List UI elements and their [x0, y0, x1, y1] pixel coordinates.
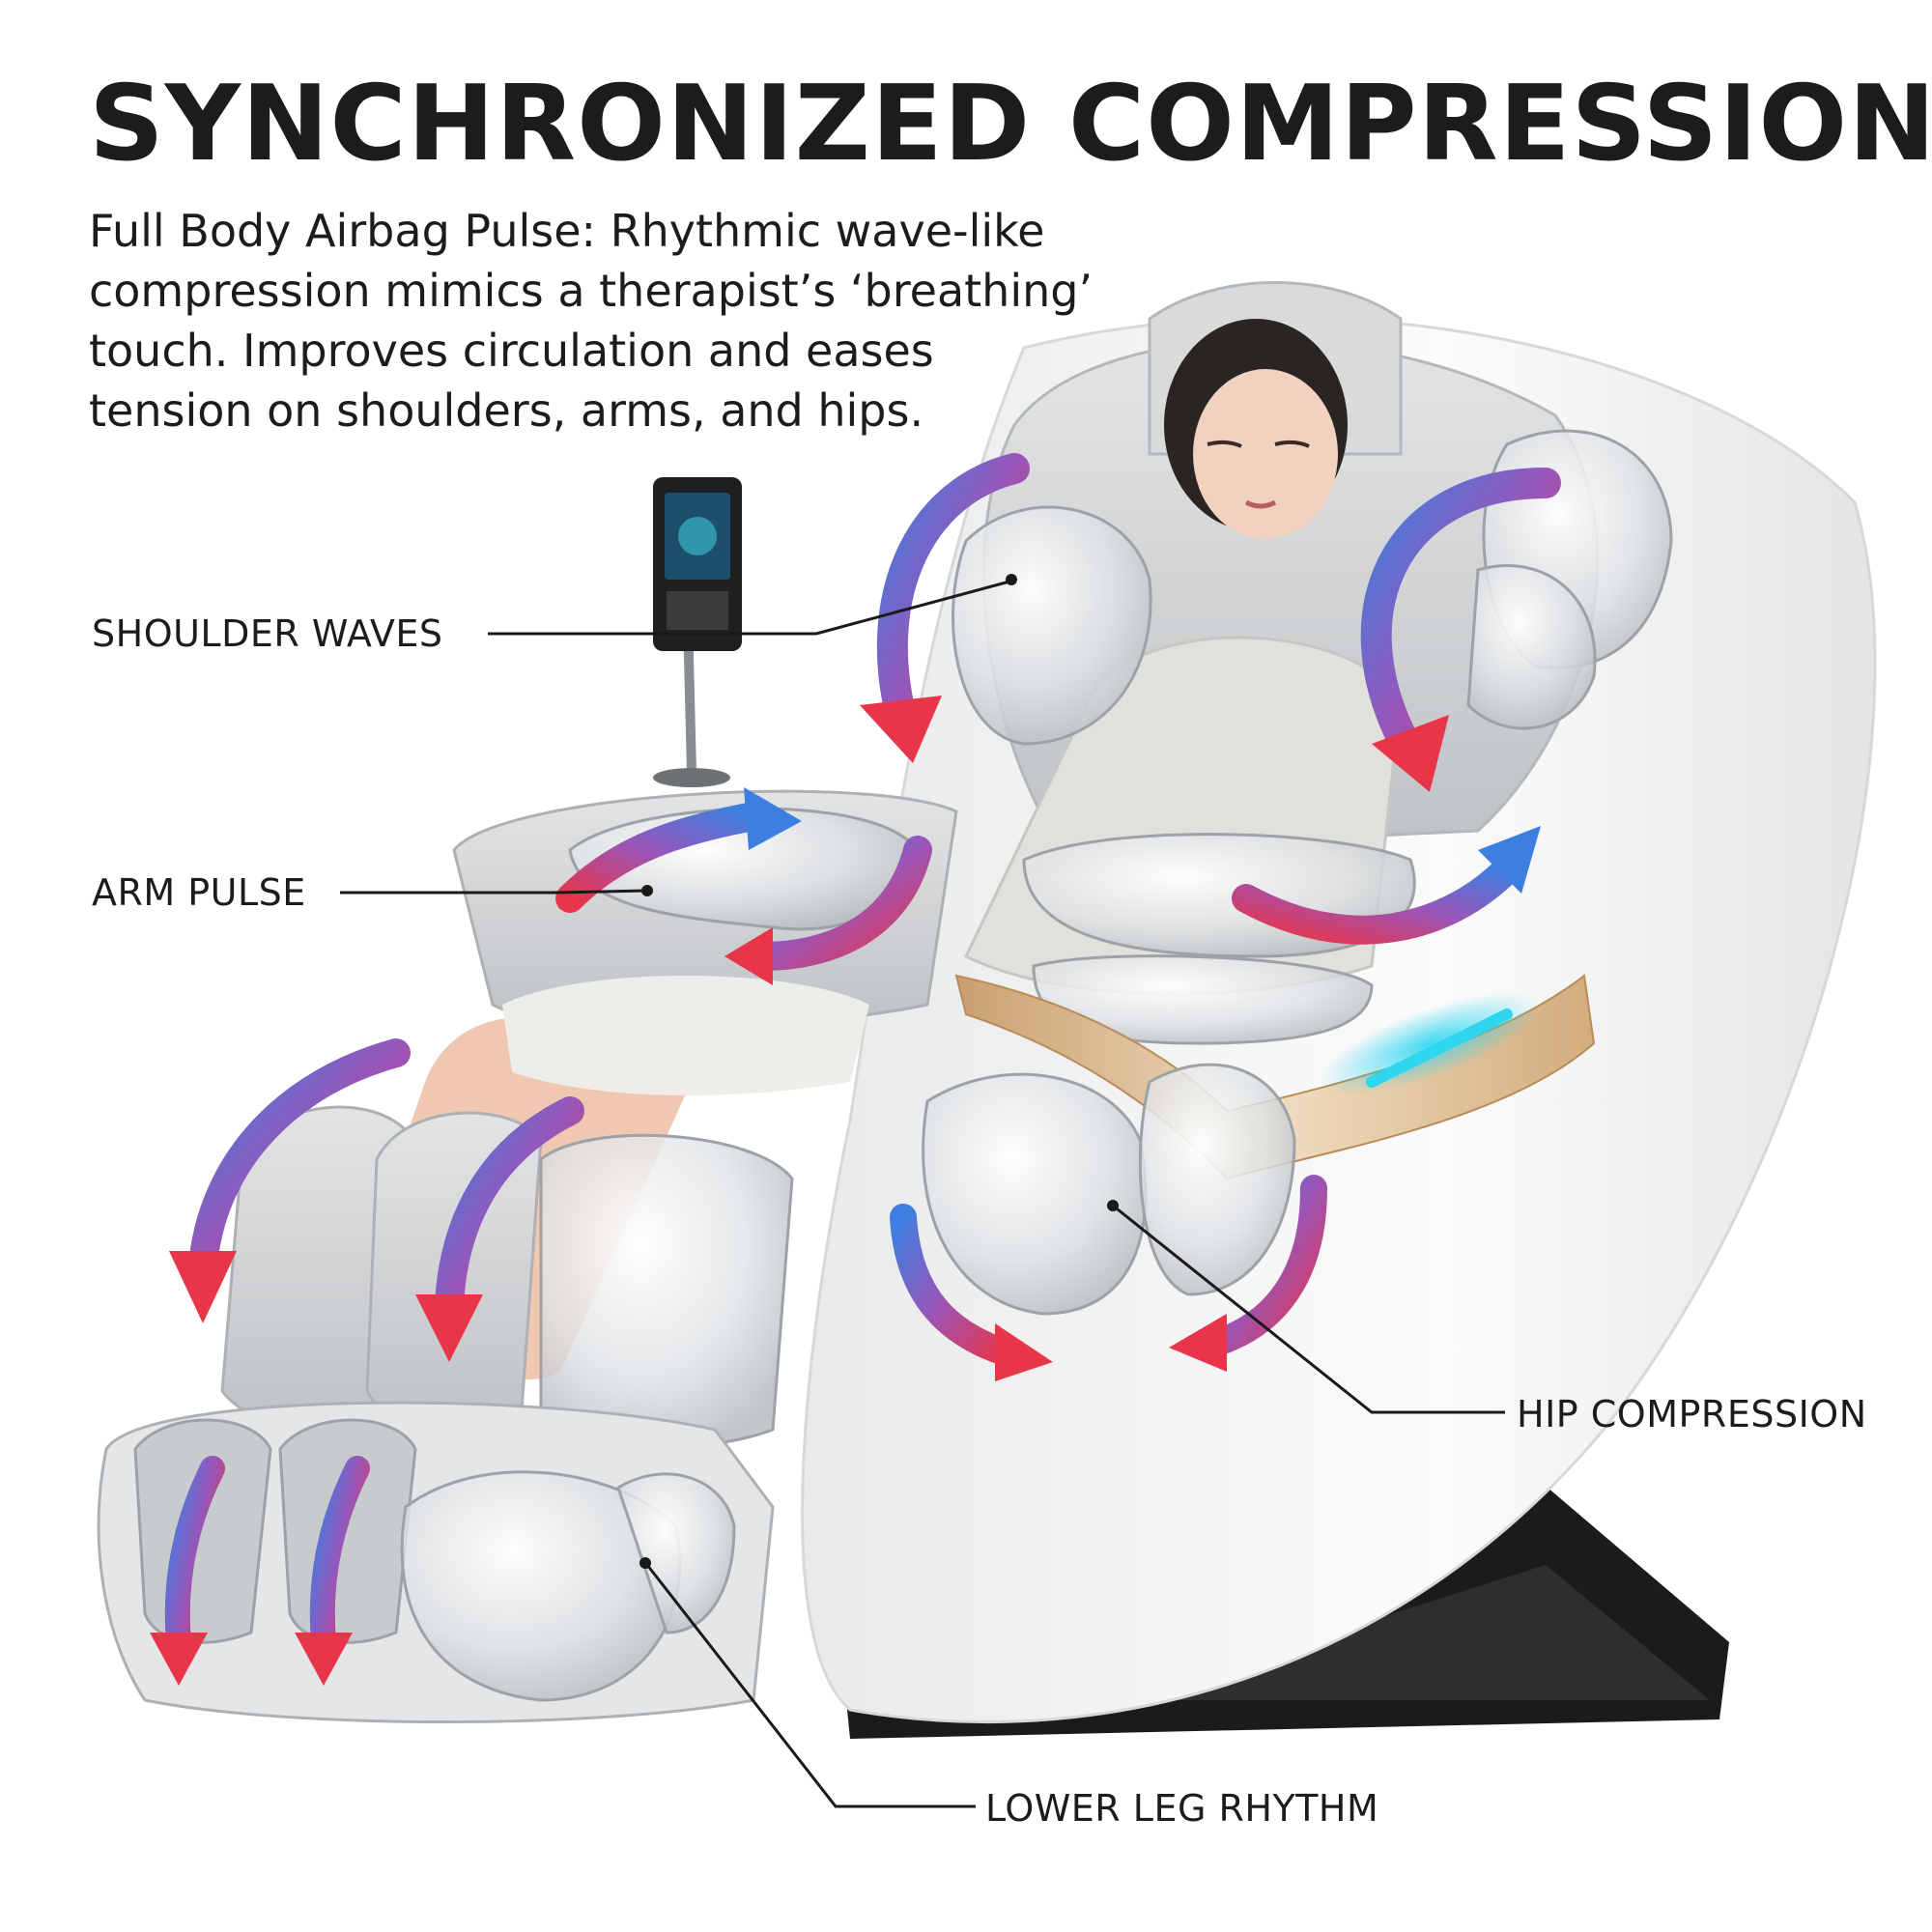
flow-arrow-icon: [555, 802, 768, 913]
description-line: touch. Improves circulation and eases: [89, 325, 934, 377]
flow-arrow-head: [860, 696, 942, 763]
shoulder-airbags: [952, 429, 1673, 746]
description-line: tension on shoulders, arms, and hips.: [89, 384, 924, 437]
remote-control-icon: [653, 477, 742, 787]
leg-rest: [97, 1105, 794, 1723]
flow-arrow-icon: [309, 1456, 370, 1655]
cyan-light-strip: [1320, 992, 1540, 1094]
description-line: Full Body Airbag Pulse: Rhythmic wave-li…: [89, 205, 1045, 257]
flow-arrow-head: [995, 1323, 1053, 1381]
flow-arrow-head: [415, 1294, 483, 1362]
person-head: [1164, 319, 1348, 539]
flow-arrows: [150, 453, 1561, 1686]
callout-arm-pulse: ARM PULSE: [92, 871, 306, 914]
flow-arrow-icon: [890, 1204, 1018, 1366]
flow-arrow-icon: [164, 1456, 225, 1655]
callout-shoulder-waves: SHOULDER WAVES: [92, 612, 443, 655]
flow-arrow-icon: [1232, 855, 1521, 945]
flow-arrow-head: [1372, 715, 1449, 792]
hip-airbags: [922, 1063, 1296, 1316]
flow-arrow-head: [295, 1633, 353, 1686]
flow-arrow-head: [1169, 1314, 1227, 1372]
headline: SYNCHRONIZED COMPRESSION: [89, 64, 1932, 185]
flow-arrow-head: [169, 1251, 237, 1323]
callout-hip-compression: HIP COMPRESSION: [1517, 1393, 1867, 1435]
flow-arrow-icon: [876, 453, 1030, 740]
flow-arrow-head: [744, 787, 802, 850]
flow-arrow-icon: [435, 1096, 584, 1319]
flow-arrow-icon: [749, 836, 932, 971]
description: Full Body Airbag Pulse: Rhythmic wave-li…: [89, 201, 1229, 440]
description-line: compression mimics a therapist’s ‘breath…: [89, 265, 1094, 317]
flow-arrow-icon: [1360, 468, 1561, 769]
callout-lower-leg-rhythm: LOWER LEG RHYTHM: [985, 1787, 1379, 1830]
flow-arrow-icon: [188, 1038, 411, 1280]
flow-arrow-head: [150, 1633, 208, 1686]
callout-leader-lines: [340, 574, 1505, 1808]
flow-arrow-icon: [1204, 1175, 1327, 1356]
flow-arrow-head: [1478, 826, 1541, 894]
flow-arrow-head: [724, 927, 773, 985]
